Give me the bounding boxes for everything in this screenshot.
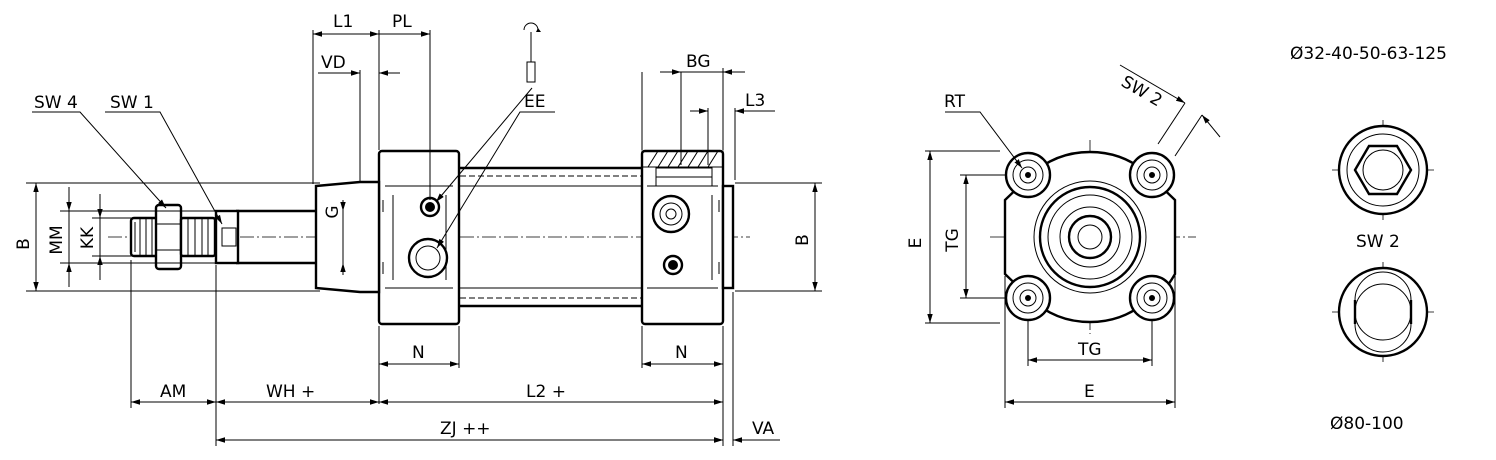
label-zj: ZJ ++ [440,419,491,439]
label-tg-horiz: TG [1077,340,1102,360]
label-sizes-large: Ø80-100 [1330,414,1404,434]
bottom-dims [130,260,780,446]
n-dims [378,292,734,446]
label-sw1: SW 1 [110,93,154,113]
detail-flats [1332,262,1434,362]
right-vertical-dim [735,182,822,292]
label-sizes-small: Ø32-40-50-63-125 [1290,44,1447,64]
label-n-left: N [412,343,425,363]
barrel [460,166,641,308]
top-dims [312,30,775,200]
side-view [26,22,822,446]
label-rt: RT [944,92,966,112]
label-va: VA [752,419,775,439]
left-vertical-dims [26,182,320,292]
label-g: G [323,205,343,218]
label-wh: WH + [266,382,315,402]
label-l1: L1 [333,12,353,32]
tie-rod-nuts [1004,151,1176,322]
rod-bearing [314,180,381,294]
label-b-right: B [793,234,813,246]
label-l2: L2 + [526,382,566,402]
rod-thread-nut [129,203,217,271]
front-view [925,64,1221,408]
label-tg-vert: TG [943,228,963,253]
hex-key-icon [523,22,541,83]
front-head [377,149,461,326]
label-mm: MM [47,225,67,254]
label-ee: EE [524,92,545,112]
label-sw2-detail: SW 2 [1356,232,1400,252]
label-e-horiz: E [1084,382,1095,402]
label-b-left: B [14,238,34,250]
label-l3: L3 [745,91,765,111]
label-am: AM [160,382,186,402]
label-bg: BG [686,52,711,72]
label-vd: VD [321,53,346,73]
label-e-vert: E [906,238,926,249]
label-n-right: N [675,343,688,363]
label-kk: KK [78,226,98,249]
rear-head [640,149,735,326]
label-pl: PL [392,12,412,32]
label-sw4: SW 4 [34,93,78,113]
leader-lines [32,87,555,249]
detail-hex [1332,120,1434,220]
